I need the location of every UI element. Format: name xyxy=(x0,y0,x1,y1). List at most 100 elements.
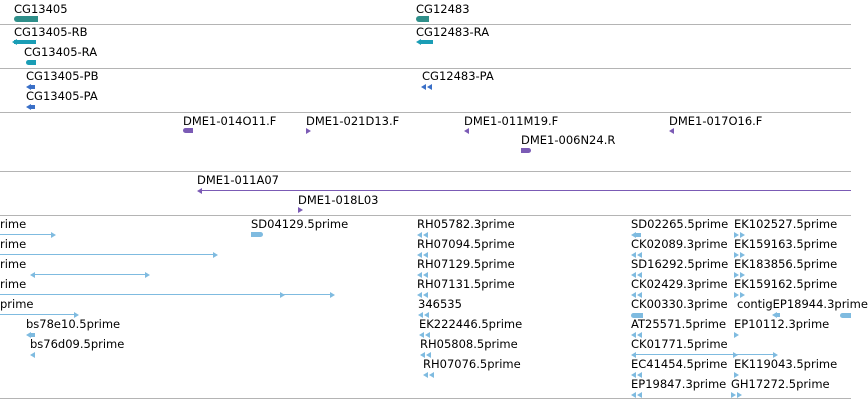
proteins-track: CG13405-PB CG13405-PA CG12483-PA xyxy=(0,69,851,112)
est-label[interactable]: EK183856.5prime xyxy=(734,257,838,271)
strand-arrow-icon xyxy=(74,312,79,318)
est-label[interactable]: 346535 xyxy=(418,297,462,311)
est-label[interactable]: CK02429.3prime xyxy=(631,277,728,291)
transcript-label[interactable]: CG13405-RB xyxy=(14,25,88,39)
protein-label[interactable]: CG12483-PA xyxy=(422,69,494,83)
est-label[interactable]: RH07094.5prime xyxy=(417,237,515,251)
est-label[interactable]: EK119043.5prime xyxy=(734,357,838,371)
est-label[interactable]: RH07131.5prime xyxy=(417,277,515,291)
clone-feature[interactable] xyxy=(183,128,193,133)
strand-arrow-icon xyxy=(197,188,202,194)
gene-feature[interactable] xyxy=(416,16,429,22)
gene-label[interactable]: CG12483 xyxy=(416,2,470,16)
est-label[interactable]: bs76d09.5prime xyxy=(30,337,125,351)
est-feature[interactable] xyxy=(840,313,851,318)
clone-feature[interactable] xyxy=(521,148,531,153)
strand-arrow-icon xyxy=(145,272,150,278)
est-label[interactable]: prime xyxy=(0,297,34,311)
strand-arrow-icon xyxy=(420,352,425,358)
protein-label[interactable]: CG13405-PB xyxy=(26,69,99,83)
est-feature[interactable] xyxy=(0,294,330,295)
est-label[interactable]: EP19847.3prime xyxy=(631,377,727,391)
est-label[interactable]: AT25571.5prime xyxy=(631,317,727,331)
est-label[interactable]: rime xyxy=(0,257,27,271)
transcript-feature[interactable] xyxy=(421,40,433,44)
est-feature[interactable] xyxy=(636,233,641,237)
est-label[interactable]: rime xyxy=(0,217,27,231)
strand-arrow-icon xyxy=(733,352,738,358)
bac-feature[interactable] xyxy=(202,190,851,191)
gene-label[interactable]: CG13405 xyxy=(14,2,68,16)
est-label[interactable]: bs78e10.5prime xyxy=(26,317,121,331)
strand-arrow-icon xyxy=(631,332,636,338)
strand-arrow-icon xyxy=(423,272,428,278)
est-label[interactable]: rime xyxy=(0,277,27,291)
est-label[interactable]: SD02265.5prime xyxy=(631,217,729,231)
est-feature[interactable] xyxy=(251,232,263,237)
est-label[interactable]: CK02089.3prime xyxy=(631,237,728,251)
protein-label[interactable]: CG13405-PA xyxy=(26,89,98,103)
strand-arrow-icon xyxy=(631,272,636,278)
transcript-feature[interactable] xyxy=(26,60,36,65)
est-label[interactable]: SD16292.5prime xyxy=(631,257,729,271)
strand-arrow-icon xyxy=(427,84,432,90)
est-label[interactable]: EP10112.3prime xyxy=(734,317,830,331)
est-feature[interactable] xyxy=(0,314,75,315)
strand-arrow-icon xyxy=(424,312,429,318)
strand-arrow-icon xyxy=(631,372,636,378)
est-feature[interactable] xyxy=(0,234,52,235)
est-label[interactable]: EK222446.5prime xyxy=(419,317,523,331)
strand-arrow-icon xyxy=(734,272,739,278)
strand-arrow-icon xyxy=(306,128,311,134)
gene-feature[interactable] xyxy=(14,16,38,22)
transcript-feature[interactable] xyxy=(14,40,36,44)
est-label[interactable]: contigEP18944.3prime xyxy=(737,297,868,311)
est-label[interactable]: EK102527.5prime xyxy=(734,217,838,231)
transcript-label[interactable]: CG12483-RA xyxy=(416,25,490,39)
clone-label[interactable]: DME1-011M19.F xyxy=(464,114,559,128)
transcripts-track: CG13405-RB CG13405-RA CG12483-RA xyxy=(0,25,851,68)
strand-arrow-icon xyxy=(425,332,430,338)
strand-arrow-icon xyxy=(734,332,739,338)
bac-track: DME1-011A07 DME1-018L03 xyxy=(0,172,851,215)
est-label[interactable]: CK00330.3prime xyxy=(631,297,728,311)
strand-arrow-icon xyxy=(12,39,17,45)
est-label[interactable]: RH05808.5prime xyxy=(420,337,518,351)
clone-label[interactable]: DME1-006N24.R xyxy=(521,133,616,147)
clone-label[interactable]: DME1-017O16.F xyxy=(669,114,763,128)
est-label[interactable]: SD04129.5prime xyxy=(251,217,349,231)
protein-feature[interactable] xyxy=(30,85,35,89)
est-label[interactable]: CK01771.5prime xyxy=(631,337,728,351)
est-feature[interactable] xyxy=(636,354,775,355)
clone-label[interactable]: DME1-021D13.F xyxy=(306,114,400,128)
est-feature[interactable] xyxy=(35,274,146,275)
strand-arrow-icon xyxy=(280,292,285,298)
strand-arrow-icon xyxy=(418,312,423,318)
est-label[interactable]: RH07129.5prime xyxy=(417,257,515,271)
est-label[interactable]: RH07076.5prime xyxy=(423,357,521,371)
genes-track: CG13405 CG12483 xyxy=(0,0,851,24)
est-label[interactable]: EC41454.5prime xyxy=(631,357,728,371)
est-label[interactable]: EK159162.5prime xyxy=(734,277,838,291)
est-feature[interactable] xyxy=(777,313,780,317)
clones-track: DME1-014O11.F DME1-021D13.F DME1-011M19.… xyxy=(0,113,851,171)
est-feature[interactable] xyxy=(30,333,35,337)
clone-label[interactable]: DME1-014O11.F xyxy=(183,114,277,128)
est-label[interactable]: RH05782.3prime xyxy=(417,217,515,231)
strand-arrow-icon xyxy=(637,252,642,258)
strand-arrow-icon xyxy=(417,272,422,278)
strand-arrow-icon xyxy=(734,372,739,378)
bac-label[interactable]: DME1-011A07 xyxy=(197,173,279,187)
est-label[interactable]: EK159163.5prime xyxy=(734,237,838,251)
est-label[interactable]: rime xyxy=(0,237,27,251)
bac-label[interactable]: DME1-018L03 xyxy=(298,193,379,207)
track-separator xyxy=(0,171,851,172)
protein-feature[interactable] xyxy=(30,105,35,109)
est-feature[interactable] xyxy=(0,254,214,255)
est-track: rime rime rime rime prime bs78e10.5prime… xyxy=(0,216,868,400)
strand-arrow-icon xyxy=(423,372,428,378)
strand-arrow-icon xyxy=(26,104,31,110)
est-label[interactable]: GH17272.5prime xyxy=(731,377,830,391)
transcript-label[interactable]: CG13405-RA xyxy=(24,45,98,59)
est-feature[interactable] xyxy=(631,313,643,318)
